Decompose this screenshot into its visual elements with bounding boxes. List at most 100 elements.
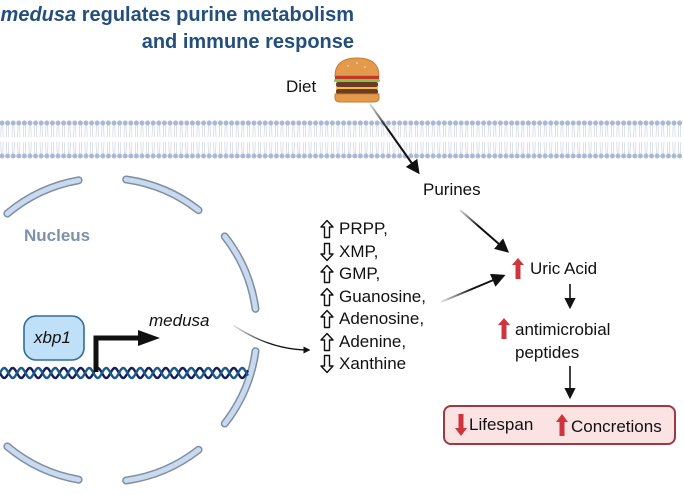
lipid-head (145, 120, 151, 126)
lipid-head (318, 153, 324, 159)
lipid-head (565, 120, 571, 126)
lipid-head (251, 153, 257, 159)
lipid-head (335, 153, 341, 159)
lipid-head (229, 120, 235, 126)
metabolite-list: PRPP,XMP,GMP,Guanosine,Adenosine,Adenine… (319, 218, 426, 376)
lipid-head (206, 153, 212, 159)
lipid-head (615, 120, 621, 126)
lipid-head (441, 153, 447, 159)
lipid-head (16, 120, 22, 126)
lipid-head (111, 120, 117, 126)
concretions-label: Concretions (571, 417, 662, 436)
hollow-up-arrow-icon (320, 287, 334, 306)
lipid-head (324, 120, 330, 126)
lipid-head (251, 120, 257, 126)
lipid-head (380, 153, 386, 159)
hamburger-icon (334, 57, 380, 103)
lipid-head (621, 120, 627, 126)
metabolite-name: XMP, (339, 241, 379, 261)
lipid-head (38, 120, 44, 126)
lipid-head (128, 153, 134, 159)
lipid-head (509, 120, 515, 126)
metabolite-name: GMP, (339, 264, 381, 283)
lipid-head (279, 120, 285, 126)
lipid-head (458, 153, 464, 159)
lipid-head (609, 153, 615, 159)
lipid-head (447, 153, 453, 159)
lipid-head (77, 120, 83, 126)
lipid-head (117, 120, 123, 126)
lipid-head (111, 153, 117, 159)
lipid-head (352, 120, 358, 126)
lipid-head (290, 153, 296, 159)
lipid-head (229, 153, 235, 159)
lipid-head (497, 153, 503, 159)
hollow-down-arrow-icon (320, 355, 334, 374)
lipid-head (419, 153, 425, 159)
purines-to-uric-acid-arrow (459, 209, 510, 253)
nuclear-envelope-segment (220, 347, 260, 428)
lipid-head (105, 153, 111, 159)
amp-label: antimicrobial peptides (515, 318, 610, 364)
lipid-head (324, 153, 330, 159)
lipid-head (201, 153, 207, 159)
medusa-to-metabolites-arrow (232, 324, 311, 354)
lipid-head (665, 120, 671, 126)
lipid-head (133, 153, 139, 159)
lipid-head (341, 120, 347, 126)
lipid-head (581, 153, 587, 159)
hollow-up-arrow-icon (320, 310, 334, 329)
lipid-head (133, 120, 139, 126)
nucleus-label: Nucleus (24, 226, 91, 245)
diagram-title: medusa regulates purine metabolism and i… (1, 2, 354, 56)
lipid-head (167, 120, 173, 126)
amp-label-line-1: antimicrobial (515, 320, 611, 339)
lipid-head (257, 153, 263, 159)
lipid-head (189, 120, 195, 126)
lipid-head (44, 120, 50, 126)
lipid-head (139, 153, 145, 159)
lipid-head (156, 120, 162, 126)
amp-up-arrow-icon (498, 318, 510, 339)
lipid-head (44, 153, 50, 159)
lipid-head (425, 153, 431, 159)
lipid-head (89, 120, 95, 126)
lipid-head (223, 153, 229, 159)
lipid-head (206, 120, 212, 126)
purines-label: Purines (423, 180, 481, 199)
lipid-head (677, 120, 683, 126)
lipid-head (0, 120, 5, 126)
lipid-head (122, 120, 128, 126)
lipid-head (475, 120, 481, 126)
lipid-head (436, 120, 442, 126)
metabolite-item: Adenine, (319, 331, 426, 354)
nuclear-envelope-segment (122, 445, 203, 485)
lipid-head (525, 153, 531, 159)
lipid-head (122, 153, 128, 159)
metabolite-item: Adenosine, (319, 308, 426, 331)
lipid-head (301, 120, 307, 126)
lipid-head (363, 120, 369, 126)
lipid-head (357, 153, 363, 159)
lipid-head (408, 153, 414, 159)
metabolite-name: Guanosine, (339, 286, 426, 306)
title-line-1-rest: regulates purine metabolism (76, 4, 354, 26)
hollow-up-arrow-icon (320, 332, 334, 351)
lipid-head (559, 153, 565, 159)
lipid-head (548, 153, 554, 159)
lipid-head (77, 153, 83, 159)
xbp1-label: xbp1 (34, 328, 71, 347)
lipid-head (542, 153, 548, 159)
concretions-up-arrow-icon (556, 414, 568, 436)
lipid-head (10, 153, 16, 159)
lipid-head (576, 153, 582, 159)
lipid-head (150, 120, 156, 126)
lipid-head (346, 153, 352, 159)
lipid-head (55, 153, 61, 159)
lipid-head (72, 120, 78, 126)
lipid-head (520, 153, 526, 159)
lipid-head (385, 153, 391, 159)
lipid-head (436, 153, 442, 159)
lipid-head (514, 153, 520, 159)
